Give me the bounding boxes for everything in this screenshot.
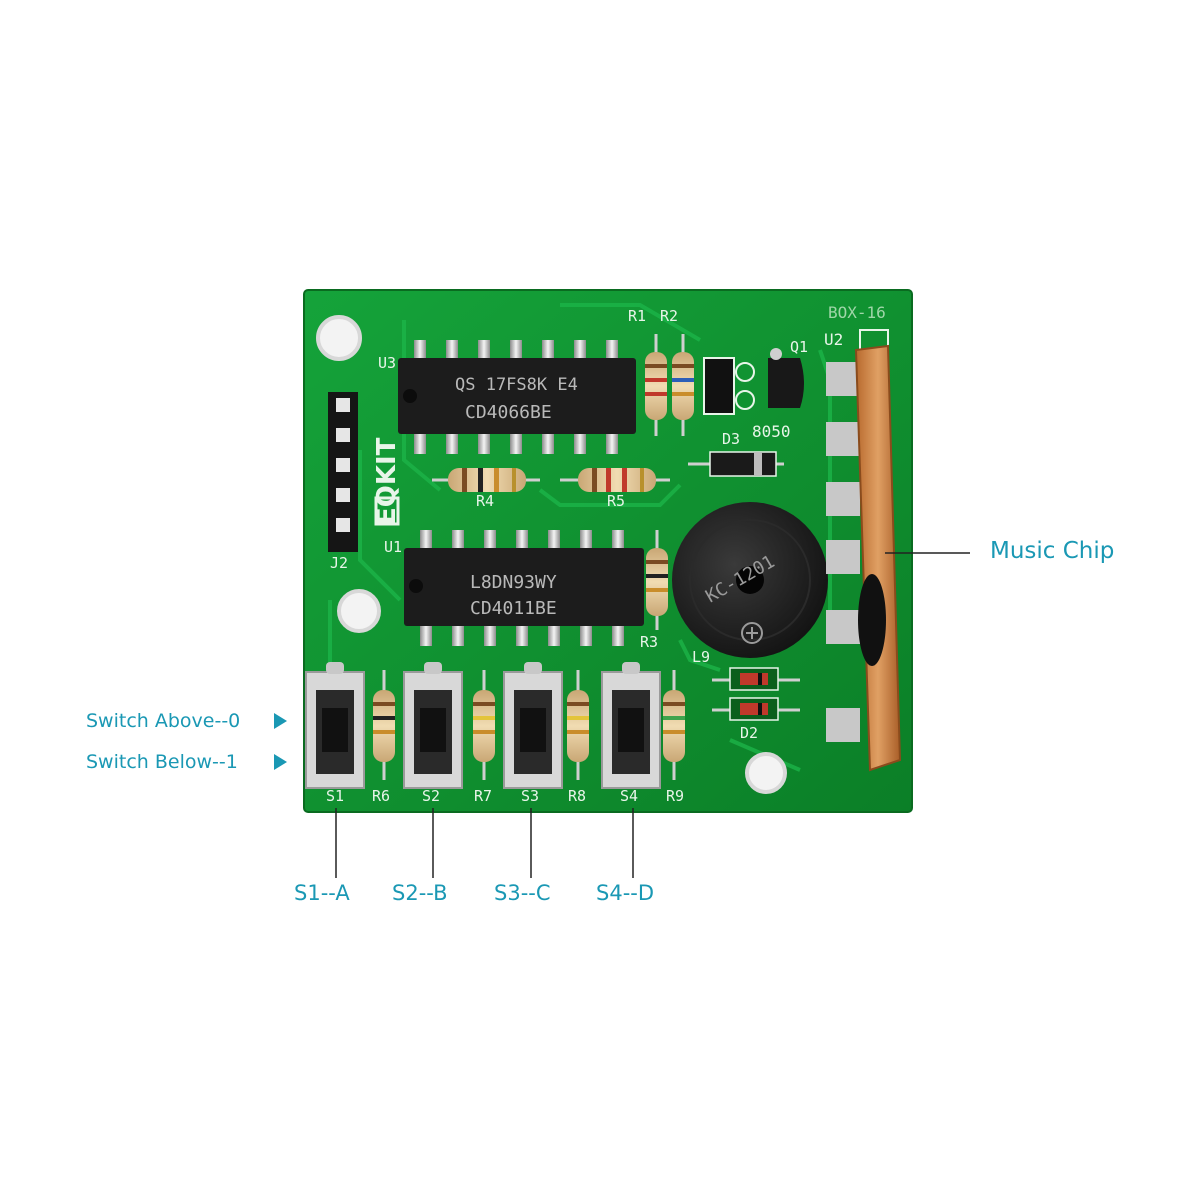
pin-header-j2: J2 <box>328 392 358 572</box>
resistor-r8: R8 <box>567 670 589 805</box>
switch-above-label: Switch Above--0 <box>86 710 241 732</box>
chip-marking-line2: CD4011BE <box>470 598 557 619</box>
mounting-holes <box>316 315 787 794</box>
switch-s3: S3 <box>503 662 563 805</box>
resistor-ref: R9 <box>666 787 684 805</box>
chip-ref: U3 <box>378 354 396 372</box>
resistor-ref: R5 <box>607 492 625 510</box>
ic-cd4011be: L8DN93WY CD4011BE U1 <box>384 530 644 646</box>
resistor-ref: R7 <box>474 787 492 805</box>
switch-ref: S2 <box>422 787 440 805</box>
switch-below-arrow-icon <box>274 754 287 770</box>
resistor-r1: R1 <box>628 307 667 436</box>
music-chip-label: Music Chip <box>990 538 1115 564</box>
ic-cd4066be: QS 17FS8K E4 CD4066BE U3 <box>378 340 636 454</box>
inductor-ref: L9 <box>692 648 710 666</box>
resistor-r5: R5 <box>560 468 670 510</box>
resistor-ref: R1 <box>628 307 646 325</box>
switch-above-arrow-icon <box>274 713 287 729</box>
resistor-r9: R9 <box>663 670 685 805</box>
switch-s2: S2 <box>403 662 463 805</box>
switch-s4: S4 <box>601 662 661 805</box>
resistor-r7: R7 <box>473 670 495 805</box>
resistor-r3: R3 <box>640 530 668 651</box>
switch-ref: S3 <box>521 787 539 805</box>
switch-ref: S1 <box>326 787 344 805</box>
transistor-part: 8050 <box>752 422 791 441</box>
switch-label-s2: S2--B <box>392 881 448 905</box>
chip-marking-line1: L8DN93WY <box>470 572 557 593</box>
diode-ref: D2 <box>740 724 758 742</box>
transistor-ref: Q1 <box>790 338 808 356</box>
chip-marking-line1: QS 17FS8K E4 <box>455 375 578 395</box>
switch-label-s3: S3--C <box>494 881 551 905</box>
model-label: BOX-16 <box>828 303 886 322</box>
diode-d2: L9 D2 <box>692 648 800 742</box>
diode-ref: D3 <box>722 430 740 448</box>
music-chip: U2 <box>824 329 902 772</box>
chip-marking-line2: CD4066BE <box>465 402 552 423</box>
switch-ref: S4 <box>620 787 638 805</box>
switch-label-s4: S4--D <box>596 881 655 905</box>
buzzer: KC-1201 <box>672 502 828 658</box>
resistor-ref: R6 <box>372 787 390 805</box>
chip-ref: U1 <box>384 538 402 556</box>
diode-d3: D3 <box>688 430 784 477</box>
resistor-r2: R2 <box>660 307 694 436</box>
switch-label-s1: S1--A <box>294 881 350 905</box>
switch-s1: S1 <box>305 662 365 805</box>
resistor-ref: R4 <box>476 492 494 510</box>
resistor-ref: R8 <box>568 787 586 805</box>
music-chip-ref: U2 <box>824 330 843 349</box>
resistor-r4: R4 <box>432 468 540 510</box>
resistor-ref: R3 <box>640 633 658 651</box>
resistor-r6: R6 <box>372 670 395 805</box>
callout-lines <box>335 552 970 878</box>
switch-below-label: Switch Below--1 <box>86 751 238 773</box>
transistor-q1: Q1 8050 <box>703 338 808 441</box>
header-ref-label: J2 <box>330 554 348 572</box>
resistor-ref: R2 <box>660 307 678 325</box>
